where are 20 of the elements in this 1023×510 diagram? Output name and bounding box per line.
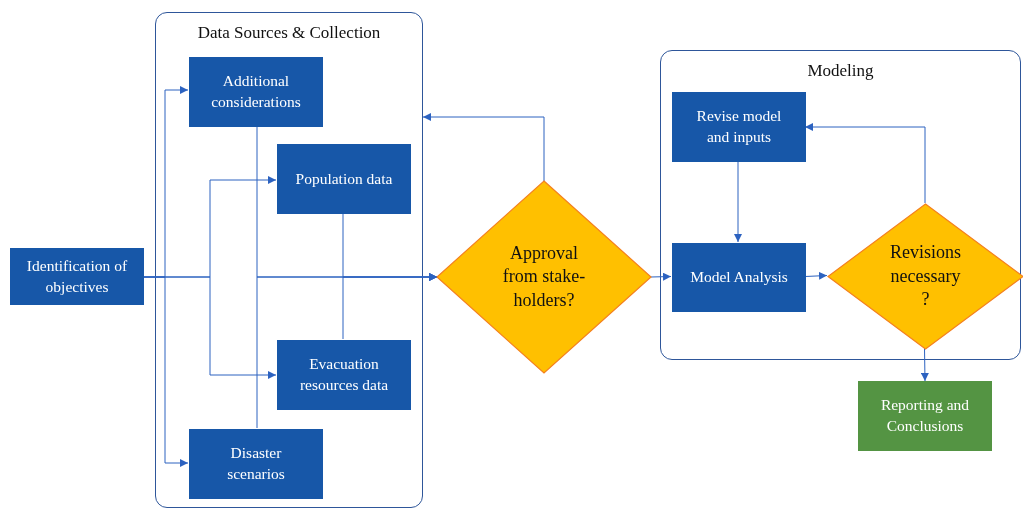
process-box: Evacuation resources data <box>277 340 411 410</box>
group-title: Data Sources & Collection <box>196 23 382 43</box>
result-box: Reporting and Conclusions <box>858 381 992 451</box>
process-box: Identification of objectives <box>10 248 144 305</box>
connector-arrow <box>342 273 438 340</box>
process-box: Disaster scenarios <box>189 429 323 499</box>
group-container <box>155 12 423 508</box>
group-title: Modeling <box>806 61 875 81</box>
connector-arrow <box>650 272 672 281</box>
group-container <box>660 50 1021 360</box>
process-box: Revise model and inputs <box>672 92 806 162</box>
process-box: Model Analysis <box>672 243 806 312</box>
connector-arrow <box>920 347 929 382</box>
decision-diamond: Revisions necessary ? <box>828 204 1023 349</box>
connector-arrow <box>422 113 545 182</box>
decision-diamond: Approval from stake- holders? <box>437 181 651 373</box>
process-box: Population data <box>277 144 411 214</box>
connector-arrow <box>143 276 277 379</box>
process-box: Additional considerations <box>189 57 323 127</box>
connector-arrow <box>734 160 742 243</box>
